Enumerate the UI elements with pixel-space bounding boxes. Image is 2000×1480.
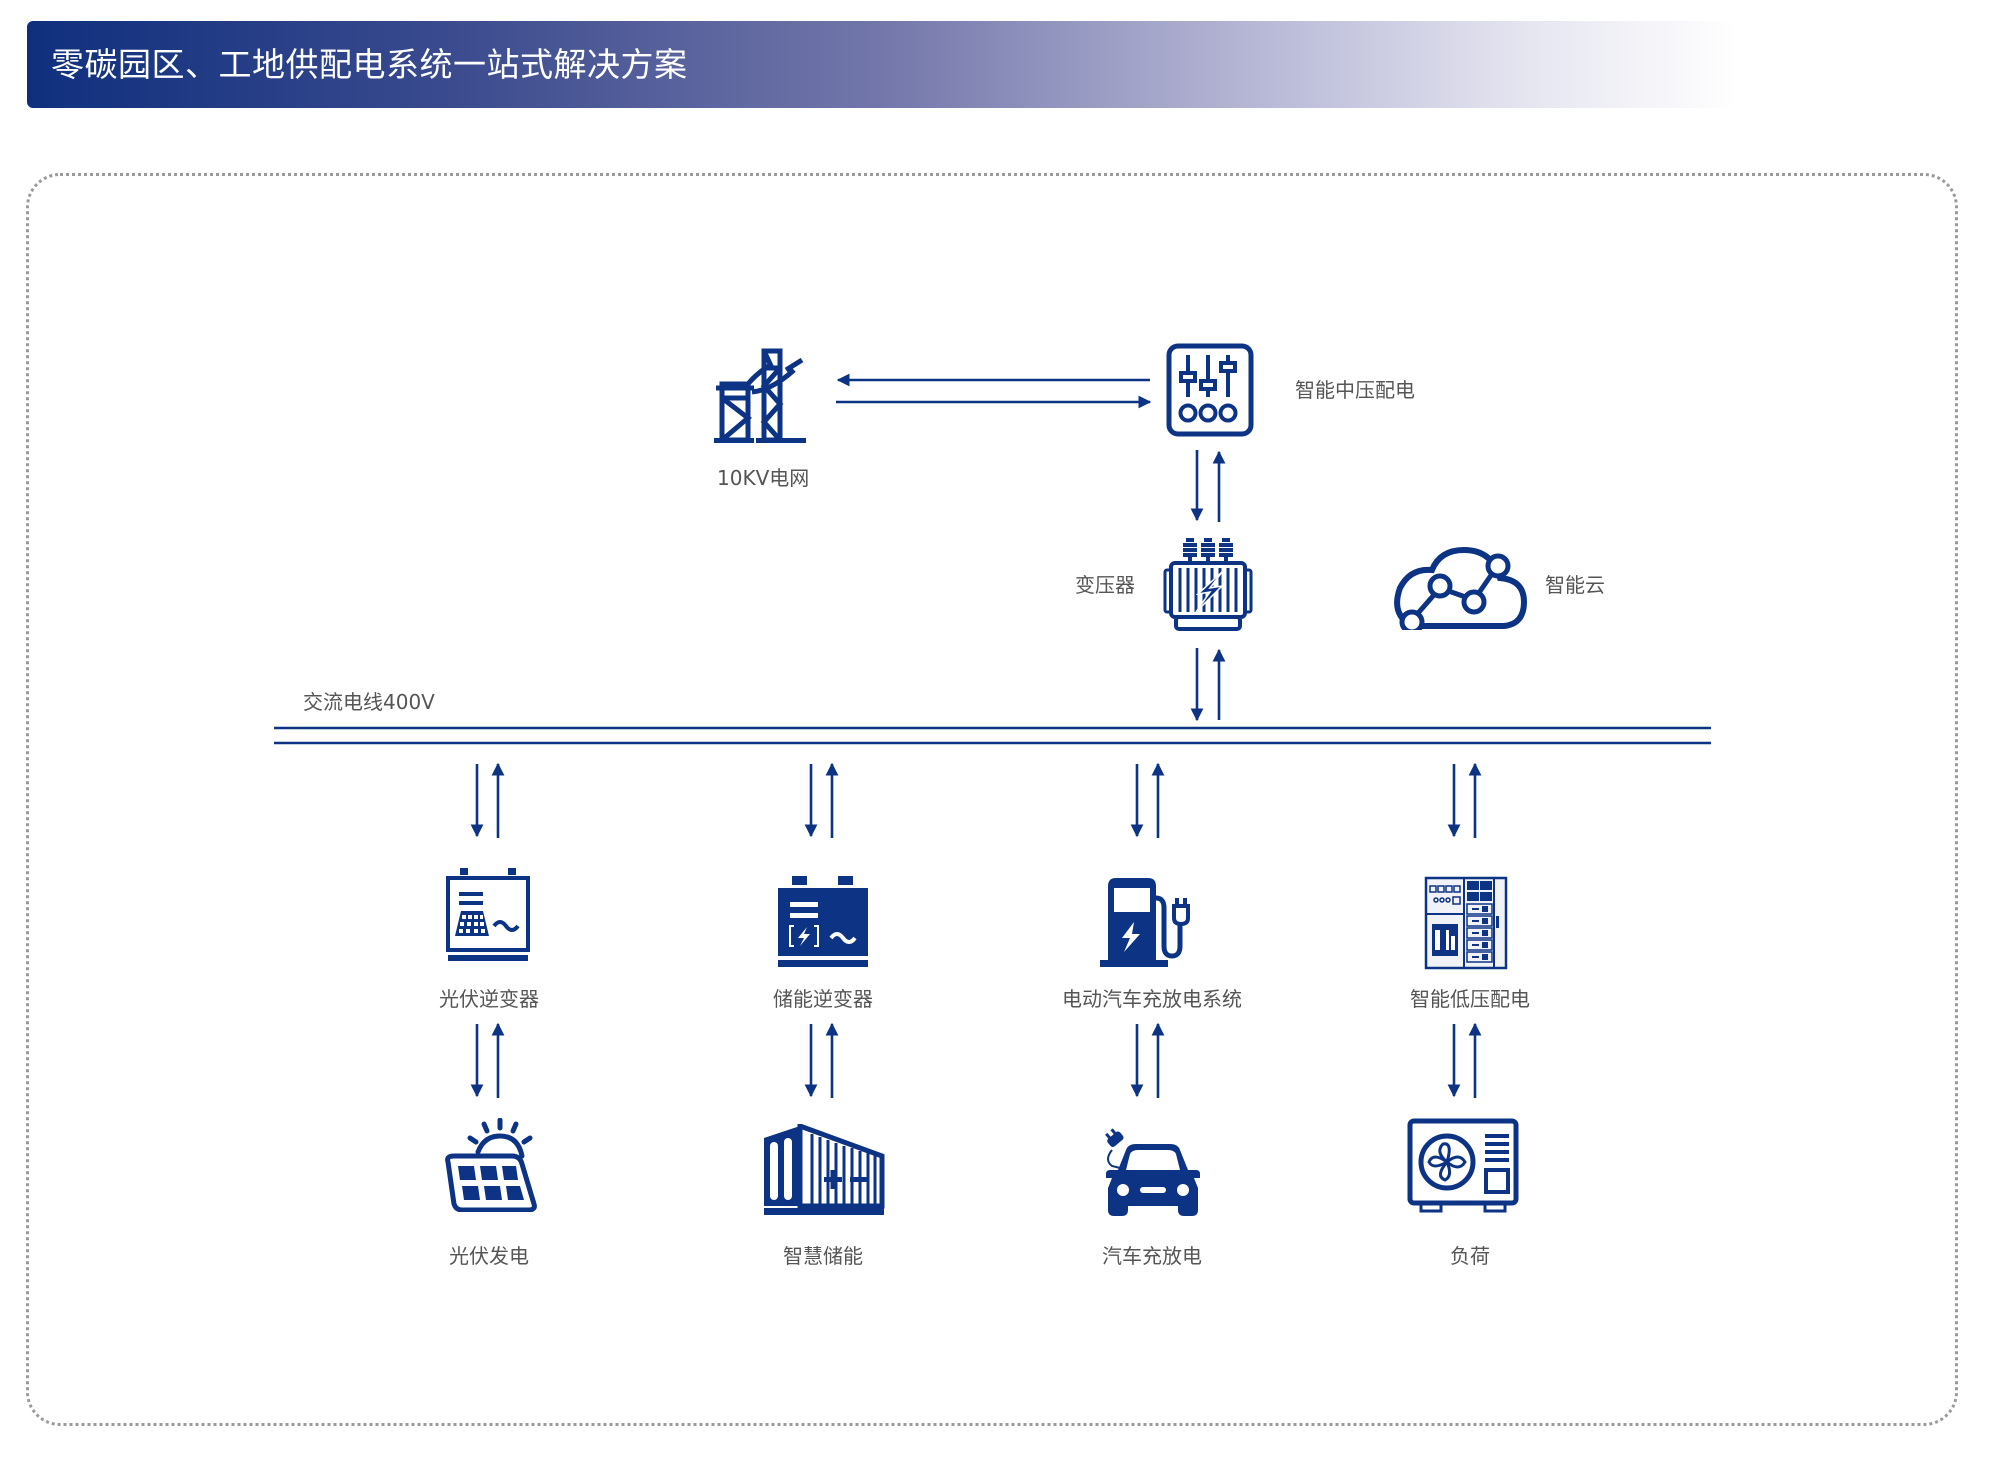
smart-storage-label: 智慧储能 — [783, 1244, 863, 1268]
grid-label: 10KV电网 — [717, 466, 810, 490]
energy-storage-container-icon — [764, 1124, 885, 1215]
cloud-label: 智能云 — [1545, 573, 1605, 597]
solar-panel-icon — [445, 1118, 537, 1212]
bus-label: 交流电线400V — [303, 690, 435, 714]
load-label: 负荷 — [1450, 1244, 1490, 1268]
pv-inverter-label: 光伏逆变器 — [439, 987, 539, 1011]
lv-cabinet-label: 智能低压配电 — [1410, 987, 1530, 1011]
vehicle-charging-label: 汽车充放电 — [1102, 1244, 1202, 1268]
header-banner: 零碳园区、工地供配电系统一站式解决方案 — [27, 21, 1737, 108]
storage-inverter-label: 储能逆变器 — [773, 987, 873, 1011]
transformer-label: 变压器 — [1075, 573, 1135, 597]
page-title: 零碳园区、工地供配电系统一站式解决方案 — [51, 45, 688, 84]
mv-switchgear-label: 智能中压配电 — [1295, 378, 1415, 402]
pv-inverter-icon — [446, 868, 530, 961]
switchgear-sliders-icon — [1166, 343, 1254, 437]
ev-charger-icon — [1100, 878, 1190, 967]
transformer-icon — [1163, 538, 1253, 631]
solar-generation-label: 光伏发电 — [449, 1244, 529, 1268]
smart-cloud-icon — [1394, 546, 1528, 630]
diagram-frame — [26, 173, 1958, 1426]
transmission-tower-icon — [714, 348, 806, 443]
ev-charger-label: 电动汽车充放电系统 — [1062, 987, 1242, 1011]
ac-outdoor-unit-icon — [1407, 1118, 1519, 1213]
lv-cabinet-icon — [1424, 876, 1508, 970]
electric-car-icon — [1105, 1128, 1200, 1216]
storage-inverter-icon — [778, 876, 868, 967]
